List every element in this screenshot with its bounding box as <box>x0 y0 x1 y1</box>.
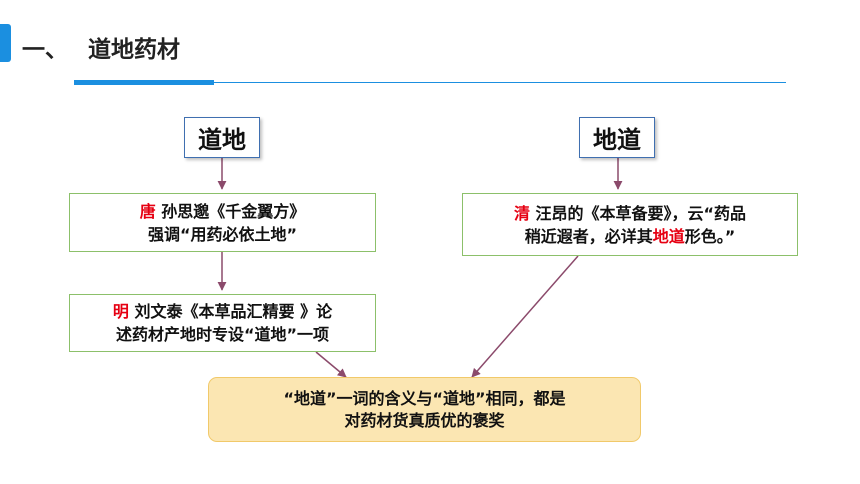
term-daodi: 道地 <box>198 126 246 154</box>
title-underline-accent <box>74 80 214 85</box>
section-number: 一、 <box>22 37 68 63</box>
conclusion-box: “地道”一词的含义与“道地”相同，都是 对药材货真质优的褒奖 <box>208 377 641 442</box>
title-underline <box>214 82 786 83</box>
qing-line-2-end: 形色。” <box>684 226 736 246</box>
tang-source: 孙思邈《千金翼方》 <box>155 201 306 221</box>
conclusion-line-1: “地道”一词的含义与“道地”相同，都是 <box>283 388 566 408</box>
ming-dynasty-label: 明 <box>112 302 129 321</box>
ming-source: 刘文泰《本草品汇精要 》论 <box>128 302 333 321</box>
qing-line-2: 稍近遐者，必详其地道形色。” <box>525 225 736 248</box>
qing-highlight-didao: 地道 <box>652 226 685 246</box>
ming-line-2: 述药材产地时专设“道地”一项 <box>115 325 330 344</box>
tang-line-2: 强调“用药必依土地” <box>147 224 298 244</box>
arrow-qing-to-conclusion <box>471 255 579 378</box>
ming-line-1: 明 刘文泰《本草品汇精要 》论 <box>113 300 332 323</box>
arrow-ming-to-conclusion <box>315 351 347 378</box>
qing-dynasty-box: 清 汪昂的《本草备要》，云“药品 稍近遐者，必详其地道形色。” <box>462 193 798 256</box>
tang-dynasty-label: 唐 <box>139 201 156 221</box>
section-accent-bar <box>0 24 11 62</box>
qing-dynasty-label: 清 <box>513 203 530 223</box>
tang-line-1: 唐 孙思邈《千金翼方》 <box>140 200 306 223</box>
term-daodi-box: 道地 <box>184 117 260 158</box>
qing-line-2-start: 稍近遐者，必详其 <box>524 226 653 246</box>
tang-dynasty-box: 唐 孙思邈《千金翼方》 强调“用药必依土地” <box>69 193 376 252</box>
qing-line-1: 清 汪昂的《本草备要》，云“药品 <box>514 202 746 225</box>
term-didao-box: 地道 <box>579 117 655 158</box>
qing-source: 汪昂的《本草备要》，云“药品 <box>529 203 747 223</box>
term-didao: 地道 <box>593 126 641 154</box>
ming-dynasty-box: 明 刘文泰《本草品汇精要 》论 述药材产地时专设“道地”一项 <box>69 294 376 352</box>
section-title: 道地药材 <box>88 37 180 63</box>
conclusion-line-2: 对药材货真质优的褒奖 <box>344 410 505 430</box>
